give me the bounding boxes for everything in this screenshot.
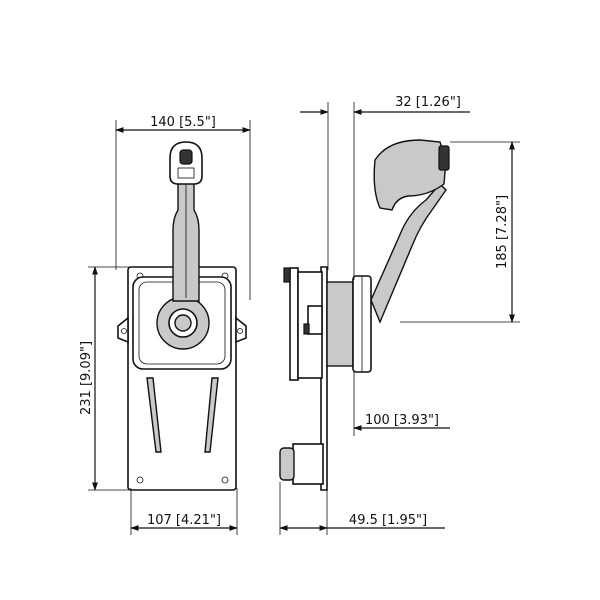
dim-front-height: 231 [9.09"] (79, 341, 94, 415)
front-left-slot (146, 377, 162, 453)
front-view (117, 141, 247, 491)
front-mount-hole (136, 476, 144, 484)
side-handle-cap (438, 145, 450, 171)
side-view (279, 139, 450, 491)
dim-side-height: 185 [7.28"] (495, 195, 510, 269)
side-dimensions: 32 [1.26"] 185 [7.28"] 100 [3.93"] 49.5 … (279, 95, 520, 535)
front-right-slot (204, 377, 219, 453)
front-tab-hole (121, 328, 127, 334)
dim-plate-width: 107 [4.21"] (147, 513, 221, 528)
front-handle-slot (179, 149, 193, 165)
side-handle (373, 139, 447, 211)
front-hub-inner (174, 314, 192, 332)
side-switch-cap (279, 447, 295, 481)
front-tab-hole (237, 328, 243, 334)
side-flange (289, 267, 299, 381)
dim-front-width: 140 [5.5"] (150, 115, 216, 130)
front-mount-hole (221, 476, 229, 484)
side-hub (326, 281, 354, 367)
dim-side-depth: 49.5 [1.95"] (349, 513, 427, 528)
dim-side-offset: 100 [3.93"] (365, 413, 439, 428)
side-switch-body (292, 443, 324, 485)
front-right-tab (235, 316, 247, 344)
dim-side-top: 32 [1.26"] (395, 95, 461, 110)
front-left-tab (117, 316, 129, 344)
front-dimensions: 140 [5.5"] 231 [9.09"] 107 [4.21"] (79, 115, 251, 535)
side-lever-arm (370, 182, 447, 324)
